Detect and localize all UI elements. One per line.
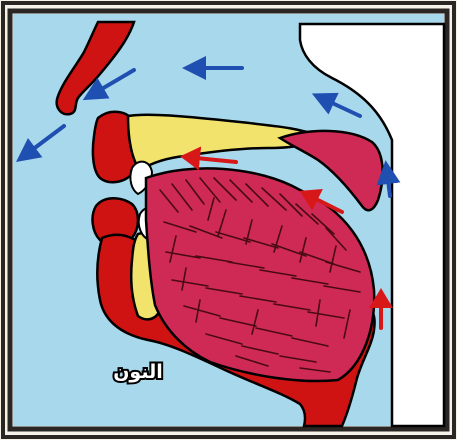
blue-arrow-5 [388,180,390,196]
letter-label: النون [113,361,163,383]
